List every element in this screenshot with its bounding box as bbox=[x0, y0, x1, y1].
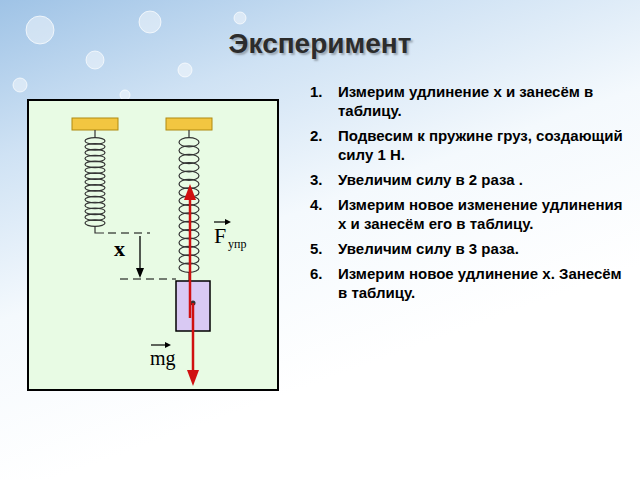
item-text: Увеличим силу в 3 раза. bbox=[338, 239, 632, 258]
extension-label: x bbox=[114, 238, 125, 260]
list-item: 3.Увеличим силу в 2 раза . bbox=[310, 170, 632, 189]
slide-title: Эксперимент bbox=[0, 28, 640, 60]
step-list: 1.Измерим удлинение x и занесём в таблиц… bbox=[310, 82, 632, 308]
list-item: 2.Подвесим к пружине груз, создающий сил… bbox=[310, 126, 632, 164]
force-subscript: упр bbox=[228, 238, 246, 250]
item-number: 3. bbox=[310, 170, 338, 189]
list-item: 1.Измерим удлинение x и занесём в таблиц… bbox=[310, 82, 632, 120]
x-arrow bbox=[139, 236, 140, 270]
panel bbox=[28, 100, 278, 390]
item-text: Подвесим к пружине груз, создающий силу … bbox=[338, 126, 632, 164]
item-text: Измерим удлинение x и занесём в таблицу. bbox=[338, 82, 632, 120]
spring-coils bbox=[85, 138, 199, 273]
item-number: 4. bbox=[310, 195, 338, 233]
list-item: 5.Увеличим силу в 3 раза. bbox=[310, 239, 632, 258]
gravity-arrow bbox=[192, 303, 195, 372]
item-text: Измерим новое удлинение x. Занесём в таб… bbox=[338, 264, 632, 302]
item-text: Увеличим силу в 2 раза . bbox=[338, 170, 632, 189]
item-text: Измерим новое изменение удлинения x и за… bbox=[338, 195, 632, 233]
item-number: 6. bbox=[310, 264, 338, 302]
list-item: 4.Измерим новое изменение удлинения x и … bbox=[310, 195, 632, 233]
gravity-label: mg bbox=[150, 348, 176, 368]
mount bbox=[166, 118, 212, 130]
force-label: F bbox=[214, 225, 226, 247]
item-number: 2. bbox=[310, 126, 338, 164]
item-number: 5. bbox=[310, 239, 338, 258]
list-item: 6.Измерим новое удлинение x. Занесём в т… bbox=[310, 264, 632, 302]
dashed-level bbox=[120, 279, 176, 280]
dashed-level bbox=[108, 233, 150, 234]
mount bbox=[72, 118, 118, 130]
item-number: 1. bbox=[310, 82, 338, 120]
coil bbox=[85, 220, 105, 226]
hook bbox=[95, 226, 104, 233]
elastic-force-arrow bbox=[189, 198, 192, 318]
